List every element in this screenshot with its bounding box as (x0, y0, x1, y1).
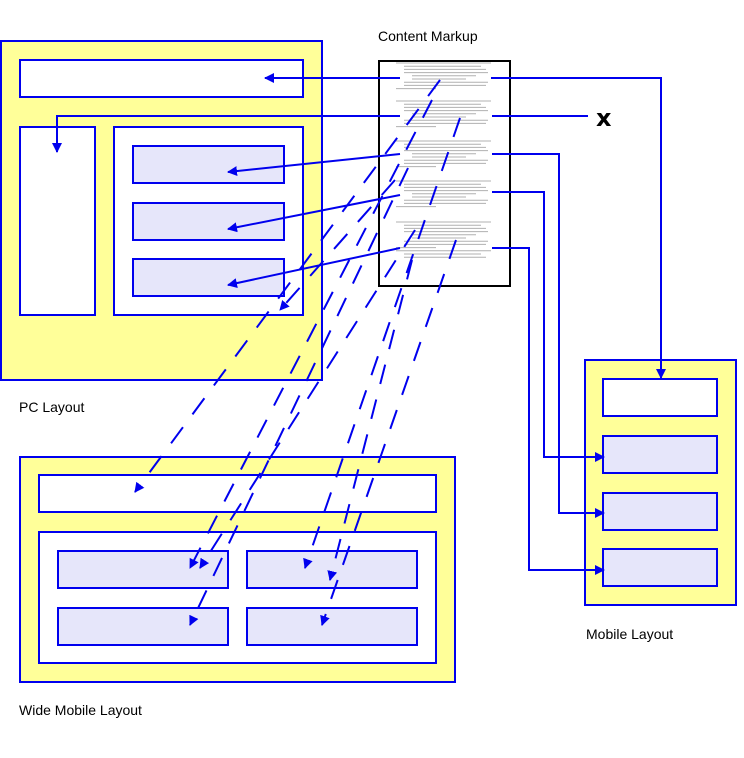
pc-content-block-2 (132, 202, 285, 241)
wide-mobile-header-block (38, 474, 437, 513)
dashed-wide-content-2 (303, 117, 461, 569)
wide-mobile-content-block-4 (246, 607, 418, 646)
wide-mobile-content-block-1 (57, 550, 229, 589)
pc-header-block (19, 59, 304, 98)
dashed-wide-header (134, 79, 441, 493)
mobile-content-block-1 (602, 435, 718, 474)
wide-mobile-layout-label: Wide Mobile Layout (19, 702, 142, 718)
wide-mobile-content-block-2 (246, 550, 418, 589)
mobile-layout-label: Mobile Layout (586, 626, 673, 642)
mobile-content-block-3 (602, 548, 718, 587)
markup-text-lines (396, 62, 491, 258)
dashed-wide-content-3 (189, 167, 409, 626)
connector-mobile-content-1 (492, 191, 605, 462)
connector-pc-content-3 (227, 247, 401, 288)
pc-content-block-1 (132, 145, 285, 184)
connector-pc-sidebar (52, 115, 400, 153)
content-markup-title: Content Markup (378, 28, 478, 44)
wide-mobile-content-block-3 (57, 607, 229, 646)
content-markup-document (378, 60, 511, 287)
connectors (52, 73, 666, 626)
mobile-layout: Mobile Layout (584, 359, 737, 642)
connector-mobile-header (491, 77, 666, 379)
pc-sidebar-block (19, 126, 96, 316)
dashed-extra-2 (199, 229, 416, 569)
dashed-wide-content-1 (189, 99, 433, 569)
pc-layout-label: PC Layout (19, 399, 84, 415)
wide-mobile-layout: Wide Mobile Layout (19, 456, 456, 718)
connector-mobile-content-3 (492, 247, 605, 575)
connector-pc-content-2 (227, 194, 401, 233)
connector-mobile-content-2 (492, 153, 605, 518)
dashed-wide-content-4 (320, 239, 457, 626)
dashed-extra-3 (327, 259, 413, 581)
excluded-marker-x: x (596, 104, 612, 132)
dashed-extra-1 (279, 179, 396, 311)
mobile-header-block (602, 378, 718, 417)
pc-layout: PC Layout (0, 40, 323, 415)
connector-pc-content-1 (227, 153, 401, 177)
content-markup: Content Markup (378, 28, 511, 287)
mobile-content-block-2 (602, 492, 718, 531)
